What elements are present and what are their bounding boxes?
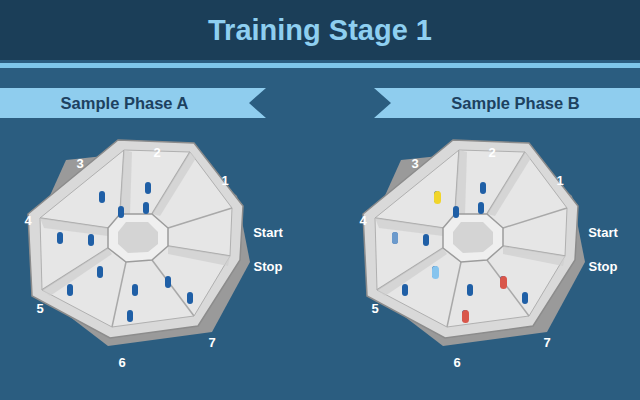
- arm-number: 5: [371, 301, 378, 316]
- arm-number: 1: [556, 173, 563, 188]
- phase-banner: Sample Phase A: [0, 88, 266, 118]
- arm-number: 4: [24, 213, 31, 228]
- arm-number: 3: [76, 156, 83, 171]
- page-title: Training Stage 1: [0, 0, 640, 60]
- arm-number: Start: [253, 225, 283, 240]
- arm-number: 5: [36, 301, 43, 316]
- arm-number: 3: [411, 156, 418, 171]
- arm-number: 6: [118, 355, 125, 370]
- arm-number: 4: [359, 213, 366, 228]
- arm-number: 2: [488, 145, 495, 160]
- phase-banner: Sample Phase B: [374, 88, 640, 118]
- arm-number: 7: [543, 335, 550, 350]
- arm-number: 2: [153, 145, 160, 160]
- arm-number: 7: [208, 335, 215, 350]
- banner-text: Sample Phase B: [391, 88, 640, 118]
- arm-number: 6: [453, 355, 460, 370]
- arm-number: Stop: [589, 259, 618, 274]
- banner-text: Sample Phase A: [0, 88, 249, 118]
- arm-number: 1: [221, 173, 228, 188]
- arm-number: Start: [588, 225, 618, 240]
- arm-number: Stop: [254, 259, 283, 274]
